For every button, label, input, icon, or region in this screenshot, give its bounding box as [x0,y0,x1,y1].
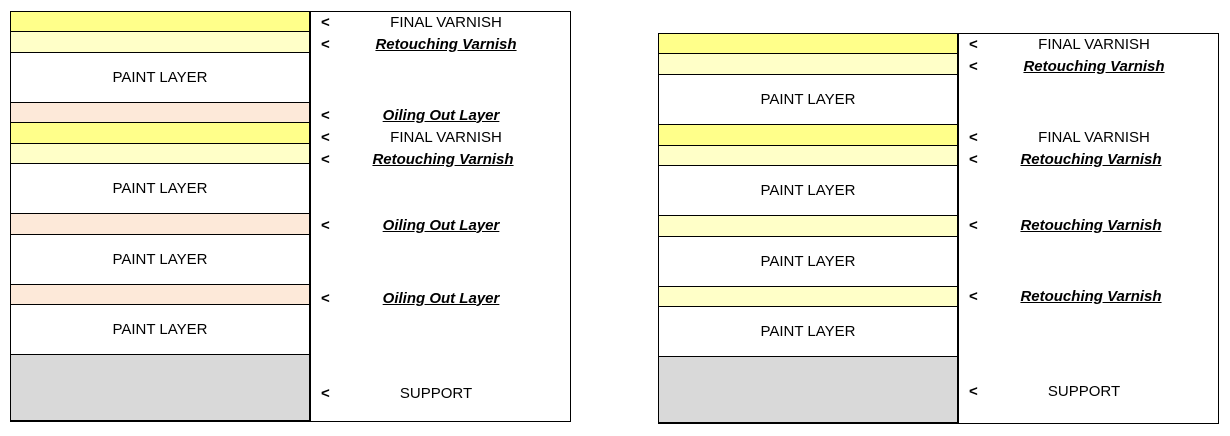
annotation-label: Retouching Varnish [1020,150,1162,168]
layer-paint: PAINT LAYER [658,236,958,287]
layer-oiling [10,213,310,235]
layer-annotation: < Retouching Varnish [969,56,1210,76]
layer-final [10,122,310,144]
layer-annotation: < SUPPORT [969,381,1210,401]
layer-annotation: < Retouching Varnish [321,149,562,169]
layer-paint: PAINT LAYER [10,304,310,355]
pointer-arrow: < [321,35,330,53]
layer-paint: PAINT LAYER [658,74,958,125]
layer-retouch [658,215,958,237]
pointer-arrow: < [321,150,330,168]
annotation-label: Retouching Varnish [1020,287,1162,305]
layer-annotation: < Oiling Out Layer [321,288,562,308]
layer-paint: PAINT LAYER [10,163,310,214]
layer-paint: PAINT LAYER [10,52,310,103]
pointer-arrow: < [321,384,330,402]
layer-annotation: < FINAL VARNISH [321,12,562,32]
layer-retouch [10,31,310,53]
layer-annotation: < Retouching Varnish [969,149,1210,169]
pointer-arrow: < [969,150,978,168]
layer-oiling [10,102,310,123]
layer-annotation: < Retouching Varnish [969,215,1210,235]
layer-final [658,124,958,146]
annotation-label: Retouching Varnish [1020,216,1162,234]
layer-annotation: < SUPPORT [321,383,562,403]
layer-annotation: < Retouching Varnish [321,34,562,54]
layer-diagram-left: PAINT LAYER PAINT LAYER PAINT LAYER PAINT L… [10,11,571,422]
layer-final [658,33,958,54]
layer-annotation: < FINAL VARNISH [321,127,562,147]
stack-divider [310,12,311,421]
annotation-label: FINAL VARNISH [1038,128,1150,146]
pointer-arrow: < [321,106,330,124]
stack-divider [958,34,959,423]
annotation-label: Oiling Out Layer [382,289,500,307]
layer-final [10,11,310,32]
layer-oiling [10,284,310,305]
annotation-label: SUPPORT [399,384,473,402]
pointer-arrow: < [969,382,978,400]
pointer-arrow: < [321,128,330,146]
layer-annotation: < Oiling Out Layer [321,105,562,125]
annotation-label: Oiling Out Layer [382,106,500,124]
annotation-label: FINAL VARNISH [390,13,502,31]
layer-retouch [658,145,958,166]
layer-annotation: < FINAL VARNISH [969,127,1210,147]
pointer-arrow: < [969,57,978,75]
pointer-arrow: < [969,128,978,146]
layer-annotation: < FINAL VARNISH [969,34,1210,54]
annotation-label: Oiling Out Layer [382,216,500,234]
annotation-label: SUPPORT [1047,382,1121,400]
annotation-label: Retouching Varnish [375,35,517,53]
pointer-arrow: < [969,216,978,234]
layer-paint: PAINT LAYER [658,306,958,357]
layer-support [658,356,958,423]
annotation-label: Retouching Varnish [1023,57,1165,75]
layer-diagram-right: PAINT LAYER PAINT LAYER PAINT LAYER PAINT L… [658,33,1219,424]
pointer-arrow: < [321,13,330,31]
layer-paint: PAINT LAYER [658,165,958,216]
layer-annotation: < Retouching Varnish [969,286,1210,306]
annotation-label: Retouching Varnish [372,150,514,168]
layer-retouch [10,143,310,164]
layer-retouch [658,53,958,75]
pointer-arrow: < [969,35,978,53]
layer-retouch [658,286,958,307]
pointer-arrow: < [321,216,330,234]
annotation-label: FINAL VARNISH [1038,35,1150,53]
annotation-label: FINAL VARNISH [390,128,502,146]
pointer-arrow: < [969,287,978,305]
layer-annotation: < Oiling Out Layer [321,215,562,235]
layer-paint: PAINT LAYER [10,234,310,285]
pointer-arrow: < [321,289,330,307]
layer-support [10,354,310,421]
